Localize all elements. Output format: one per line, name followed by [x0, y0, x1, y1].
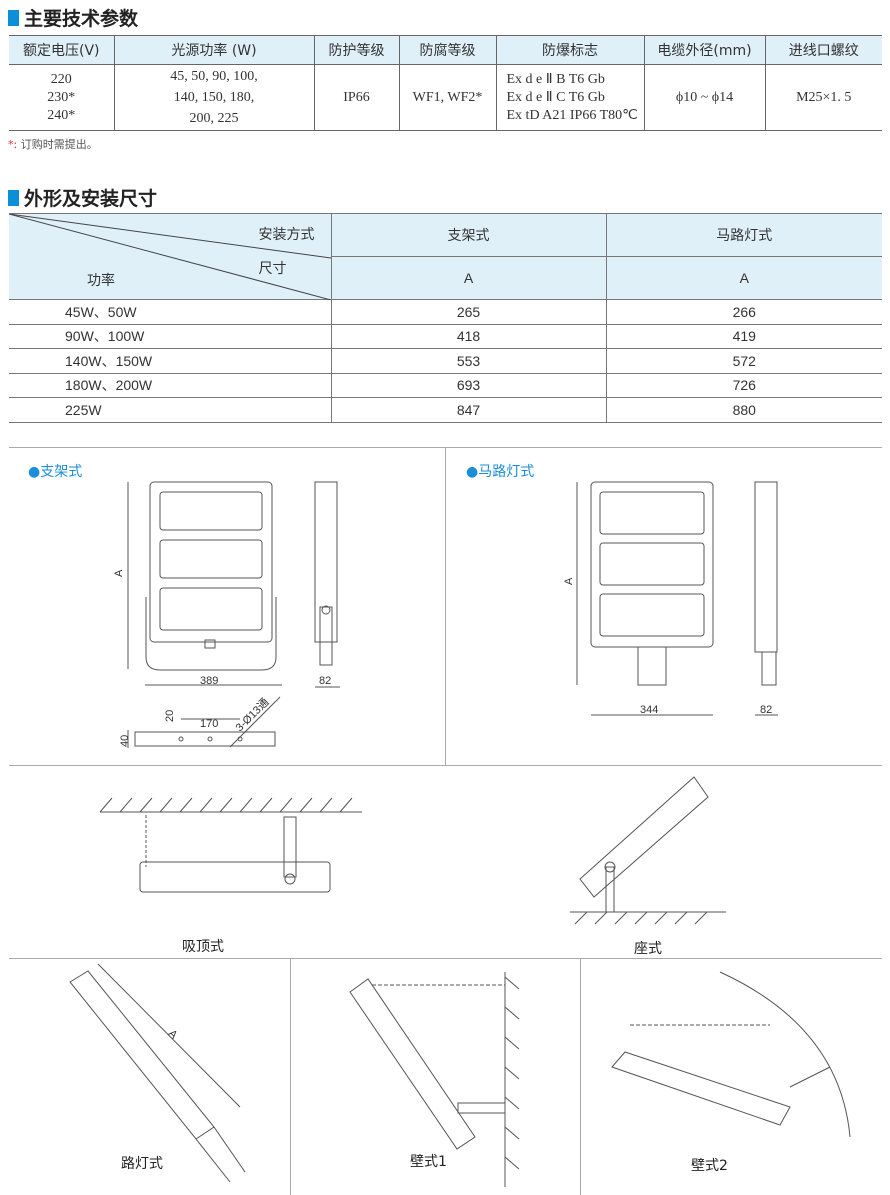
- th-thread: 进线口螺纹: [764, 35, 882, 65]
- note-star: *:: [8, 138, 18, 151]
- divider: [9, 765, 882, 766]
- note-text: 订购时需提出。: [20, 138, 98, 151]
- dim-170: 170: [200, 718, 218, 730]
- power-cell: 140W、150W: [9, 348, 331, 374]
- th-power: 光源功率 (W): [113, 35, 314, 65]
- wall2-mount-drawing: [611, 971, 851, 1138]
- installation-drawings: A 389 82 170 20 40 3-Ø13通 A 344 82 A: [69, 481, 851, 1187]
- sub-a1: A: [330, 256, 606, 300]
- ceiling-mount-drawing: [99, 797, 362, 893]
- th-explosion: 防爆标志: [495, 35, 644, 65]
- p0: 45, 50, 90, 100,: [170, 69, 258, 84]
- cell-thread: M25×1. 5: [764, 64, 882, 131]
- cell-power: 45, 50, 90, 100, 140, 150, 180, 200, 225: [113, 64, 314, 131]
- bracket-a-cell: 265: [330, 299, 606, 325]
- road-front-view: [576, 481, 714, 716]
- section-title-specs: 主要技术参数: [8, 4, 138, 31]
- bracket-type-label: ●支架式: [28, 464, 83, 480]
- diag-size: 尺寸: [258, 260, 287, 276]
- ceiling-label: 吸顶式: [182, 939, 224, 955]
- road-a-cell: 726: [605, 373, 882, 398]
- cell-cable: ϕ10 ~ ϕ14: [643, 64, 765, 131]
- cell-protection: IP66: [313, 64, 399, 131]
- divider: [290, 958, 291, 1195]
- v1: 230*: [47, 89, 76, 105]
- cell-anticorrosion: WF1, WF2*: [398, 64, 496, 131]
- divider: [580, 958, 581, 1195]
- dim-82: 82: [760, 704, 772, 716]
- col-bracket: 支架式: [330, 213, 606, 257]
- v2: 240*: [47, 107, 76, 123]
- diagonal-lines: [9, 214, 331, 300]
- title-marker-icon: [8, 9, 19, 26]
- th-cable: 电缆外径(mm): [643, 35, 765, 65]
- wall1-label: 壁式1: [410, 1154, 447, 1170]
- bracket-a-cell: 847: [330, 397, 606, 423]
- diag-power: 功率: [87, 272, 115, 288]
- dim-20: 20: [164, 710, 176, 722]
- title-text: 主要技术参数: [24, 8, 139, 30]
- p1: 140, 150, 180,: [173, 90, 255, 105]
- dim-40: 40: [119, 735, 131, 747]
- holes-label: 3-Ø13通: [233, 696, 272, 735]
- street-label: 路灯式: [121, 1156, 163, 1172]
- th-protection: 防护等级: [313, 35, 399, 65]
- dim-a: A: [113, 569, 125, 577]
- bracket-front-view: [127, 481, 282, 686]
- wall2-label: 壁式2: [691, 1158, 728, 1174]
- divider: [445, 447, 446, 765]
- road-a-cell: 266: [605, 299, 882, 325]
- spec-table: 额定电压(V) 光源功率 (W) 防护等级 防腐等级 防爆标志 电缆外径(mm)…: [9, 35, 882, 131]
- section-title-dimensions: 外形及安装尺寸: [8, 184, 157, 211]
- bracket-a-cell: 553: [330, 348, 606, 374]
- sub-a2: A: [605, 256, 882, 300]
- seat-mount-drawing: [570, 776, 726, 925]
- bracket-side-view: [314, 481, 340, 688]
- power-cell: 180W、200W: [9, 373, 331, 398]
- v0: 220: [50, 71, 72, 87]
- th-anticorrosion: 防腐等级: [398, 35, 496, 65]
- dim-389: 389: [200, 675, 218, 687]
- diag-install: 安装方式: [258, 226, 315, 242]
- cell-explosion: Ex d e Ⅱ B T6 Gb Ex d e Ⅱ C T6 Gb Ex tD A2…: [495, 64, 644, 131]
- power-cell: 45W、50W: [9, 299, 331, 325]
- seat-label: 座式: [634, 941, 662, 957]
- e1: Ex d e Ⅱ C T6 Gb: [506, 89, 605, 105]
- title-text: 外形及安装尺寸: [24, 188, 158, 210]
- bracket-a-cell: 693: [330, 373, 606, 398]
- diagonal-header: 安装方式 尺寸 功率: [9, 213, 331, 300]
- street-mount-drawing: [69, 963, 246, 1183]
- dim-a: A: [563, 577, 575, 585]
- road-type-label: ●马路灯式: [466, 464, 535, 480]
- wall1-mount-drawing: [349, 972, 520, 1187]
- power-cell: 90W、100W: [9, 324, 331, 349]
- divider: [9, 958, 882, 959]
- road-a-cell: 419: [605, 324, 882, 349]
- bracket-plate-view: [127, 696, 281, 748]
- dim-344: 344: [640, 704, 658, 716]
- e0: Ex d e Ⅱ B T6 Gb: [506, 71, 605, 87]
- road-side-view: [754, 481, 778, 716]
- e2: Ex tD A21 IP66 T80℃: [506, 107, 638, 123]
- title-marker-icon: [8, 189, 19, 206]
- order-note: *: 订购时需提出。: [8, 136, 98, 152]
- th-voltage: 额定电压(V): [9, 35, 114, 65]
- road-a-cell: 572: [605, 348, 882, 374]
- p2: 200, 225: [189, 111, 239, 126]
- bracket-a-cell: 418: [330, 324, 606, 349]
- dim-82: 82: [319, 675, 331, 687]
- col-road: 马路灯式: [605, 213, 882, 257]
- power-cell: 225W: [9, 397, 331, 423]
- cell-voltage: 220 230* 240*: [9, 64, 114, 131]
- road-a-cell: 880: [605, 397, 882, 423]
